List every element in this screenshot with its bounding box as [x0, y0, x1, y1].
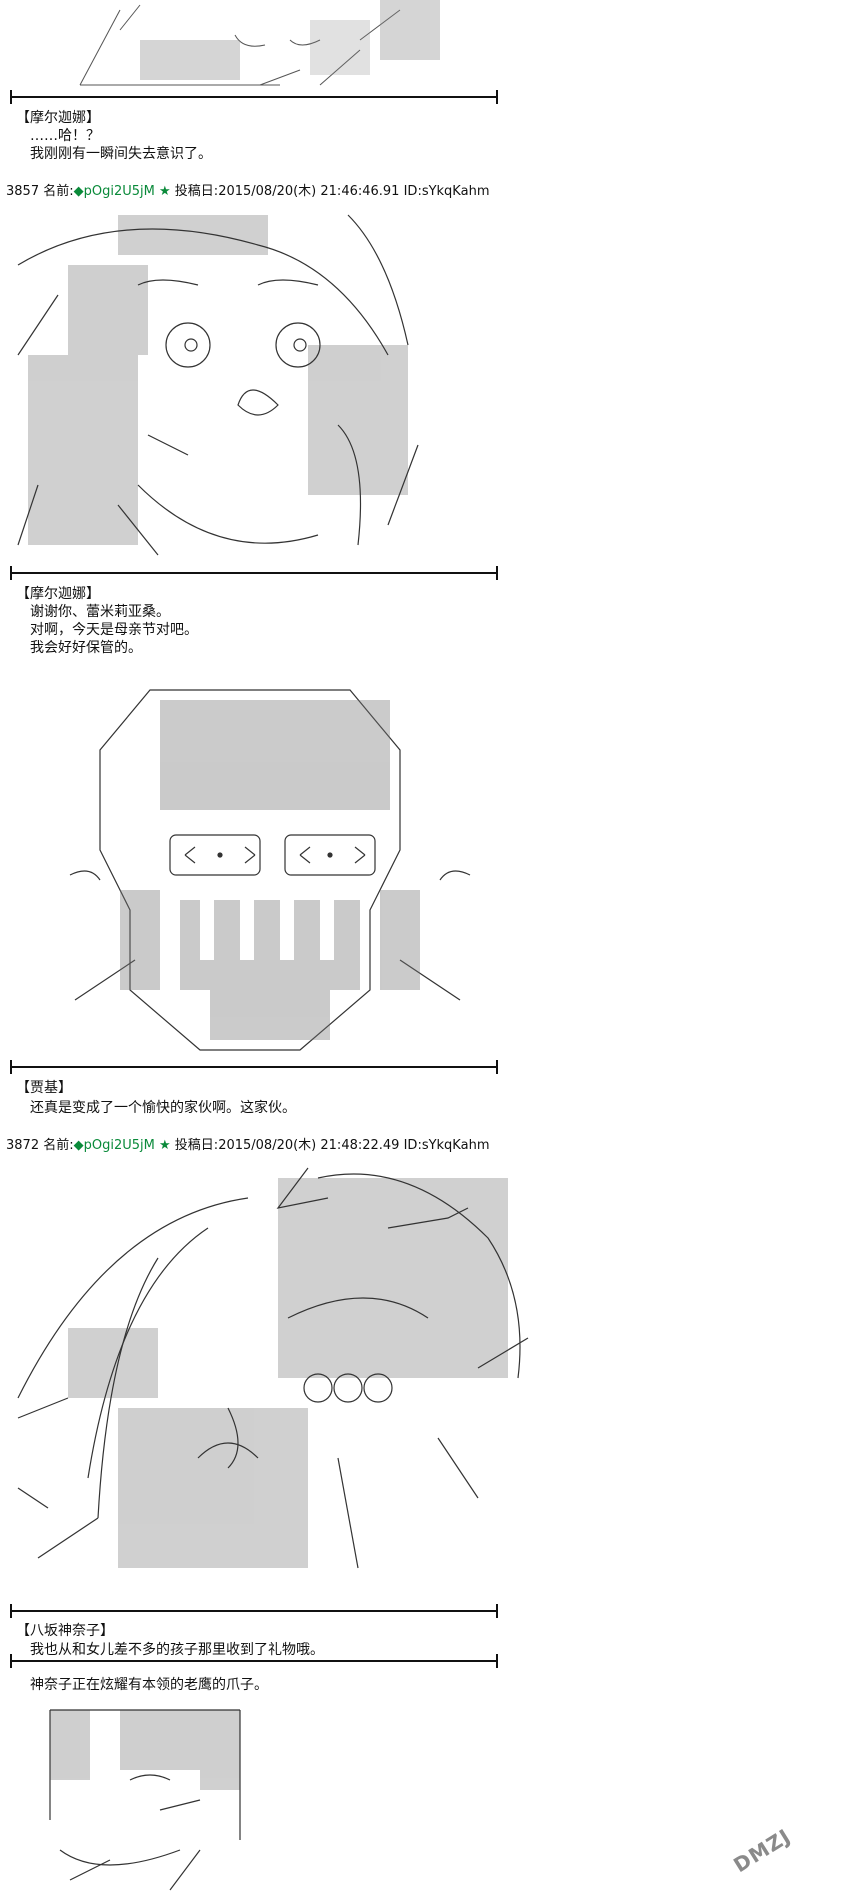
speaker-name: 【贾基】	[16, 1080, 72, 1096]
post-date: 2015/08/20(木) 21:48:22.49	[218, 1138, 400, 1153]
post-name-label: 名前:	[43, 1138, 74, 1153]
ascii-art-top	[60, 0, 480, 92]
ascii-art-character	[8, 1158, 548, 1606]
ascii-art-face	[8, 205, 488, 567]
post-number: 3857	[6, 184, 40, 199]
ascii-art-bottom	[30, 1700, 270, 1898]
post-header: 3857 名前:◆pOgi2U5jM ★ 投稿日:2015/08/20(木) 2…	[6, 180, 489, 199]
post-number: 3872	[6, 1138, 40, 1153]
post-date: 2015/08/20(木) 21:46:46.91	[218, 184, 400, 199]
divider-rule	[10, 1604, 498, 1618]
speaker-name: 【八坂神奈子】	[16, 1623, 114, 1639]
speaker-name: 【摩尔迦娜】	[16, 586, 100, 602]
ascii-art-mask-face	[60, 670, 480, 1065]
post-id[interactable]: ID:sYkqKahm	[403, 1138, 490, 1153]
divider-rule	[10, 1654, 498, 1668]
post-id[interactable]: ID:sYkqKahm	[403, 184, 490, 199]
post-header: 3872 名前:◆pOgi2U5jM ★ 投稿日:2015/08/20(木) 2…	[6, 1134, 489, 1153]
dialogue-line: 还真是变成了一个愉快的家伙啊。这家伙。	[30, 1100, 296, 1116]
dialogue-line: 我也从和女儿差不多的孩子那里收到了礼物哦。	[30, 1642, 324, 1658]
divider-rule	[10, 566, 498, 580]
post-date-label: 投稿日:	[174, 1138, 219, 1153]
post-trip[interactable]: ◆pOgi2U5jM	[73, 1138, 155, 1153]
dialogue-line: 我刚刚有一瞬间失去意识了。	[30, 146, 212, 162]
post-trip[interactable]: ◆pOgi2U5jM	[73, 184, 155, 199]
watermark-logo: DMZJ	[729, 1823, 795, 1878]
narration-line: 神奈子正在炫耀有本领的老鹰的爪子。	[30, 1677, 268, 1693]
post-date-label: 投稿日:	[174, 184, 219, 199]
star-icon: ★	[159, 1138, 171, 1153]
star-icon: ★	[159, 184, 171, 199]
dialogue-line: 对啊，今天是母亲节对吧。	[30, 622, 198, 638]
divider-rule	[10, 90, 498, 104]
dialogue-line: ……哈！？	[30, 128, 100, 144]
speaker-name: 【摩尔迦娜】	[16, 110, 100, 126]
dialogue-line: 我会好好保管的。	[30, 640, 142, 656]
dialogue-line: 谢谢你、蕾米莉亚桑。	[30, 604, 170, 620]
post-name-label: 名前:	[43, 184, 74, 199]
divider-rule	[10, 1060, 498, 1074]
